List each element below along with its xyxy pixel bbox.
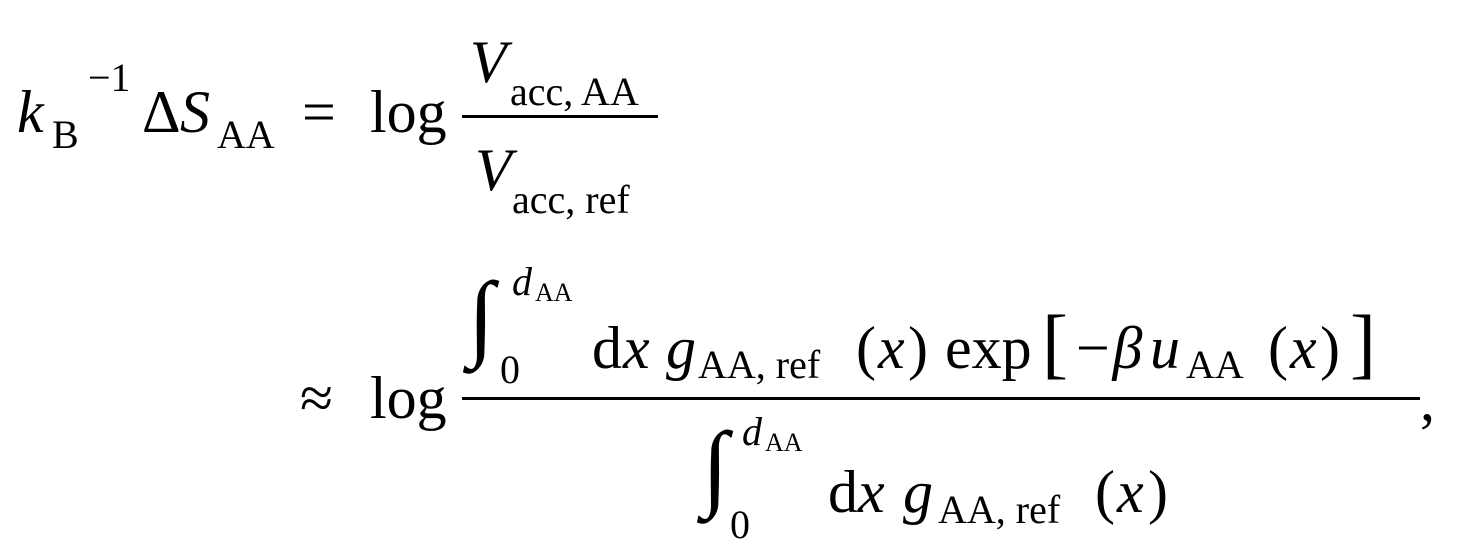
fraction-bar-2 (462, 397, 1420, 400)
denominator-argument-x: x (1117, 459, 1144, 525)
denominator-right-paren: ) (1148, 459, 1168, 525)
exp-right-paren: ) (1320, 315, 1340, 381)
entropy-subscript: AA (217, 112, 275, 157)
numerator-integral-upper-limit-subscript: AA (535, 278, 573, 307)
exp-argument-x: x (1290, 315, 1317, 381)
numerator-volume-subscript: acc, AA (510, 69, 639, 114)
numerator-integral-sign: ∫ (468, 262, 495, 369)
denominator-differential-x: x (858, 459, 885, 525)
numerator-integral-upper-limit: d (512, 259, 532, 304)
potential-u: u (1150, 315, 1180, 381)
fraction-bar-1 (462, 115, 658, 118)
approx-sign: ≈ (300, 365, 333, 431)
k-symbol: k (17, 79, 44, 145)
denominator-integral-lower-limit: 0 (730, 502, 750, 547)
numerator-argument-x: x (878, 315, 905, 381)
numerator-differential-x: x (623, 315, 650, 381)
denominator-integral-upper-limit-subscript: AA (765, 428, 803, 457)
denominator-left-paren: ( (1095, 459, 1115, 525)
trailing-comma: , (1420, 367, 1435, 433)
numerator-right-paren: ) (908, 315, 928, 381)
entropy-symbol: S (180, 79, 210, 145)
denominator-volume: V (475, 137, 512, 203)
left-bracket: [ (1042, 299, 1068, 386)
numerator-volume: V (470, 29, 507, 95)
denominator-integral-sign: ∫ (702, 412, 729, 519)
potential-u-subscript: AA (1186, 342, 1244, 387)
denominator-g-function: g (903, 459, 933, 525)
log-operator-2: log (370, 365, 447, 431)
numerator-left-paren: ( (856, 315, 876, 381)
exp-function: exp (945, 315, 1032, 381)
minus-beta: −β (1072, 315, 1143, 381)
numerator-g-function: g (666, 315, 696, 381)
numerator-differential-d: d (592, 315, 622, 381)
denominator-differential-d: d (828, 459, 858, 525)
equals-sign: = (302, 79, 336, 145)
denominator-integral-upper-limit: d (742, 409, 762, 454)
numerator-integral-lower-limit: 0 (500, 347, 520, 392)
delta-symbol: Δ (142, 79, 181, 145)
numerator-g-subscript: AA, ref (698, 342, 821, 387)
k-subscript: B (52, 112, 79, 157)
exp-left-paren: ( (1268, 315, 1288, 381)
log-operator: log (370, 79, 447, 145)
denominator-g-subscript: AA, ref (938, 487, 1061, 532)
denominator-volume-subscript: acc, ref (512, 177, 630, 222)
right-bracket: ] (1350, 299, 1376, 386)
k-superscript: −1 (88, 55, 131, 100)
